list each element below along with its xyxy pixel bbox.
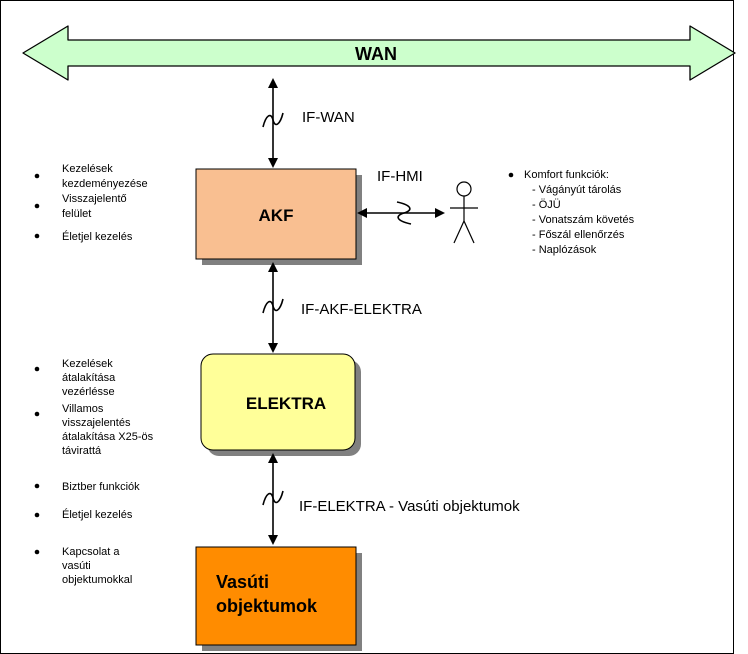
if-elektra-vasuti-label: IF-ELEKTRA - Vasúti objektumok (299, 498, 520, 515)
bullet (34, 483, 40, 489)
akf-note-line: Életjel kezelés (62, 230, 133, 243)
wave-icon (262, 298, 284, 314)
akf-note-line: kezdeményezése (62, 178, 148, 190)
akf-notes: Kezelések kezdeményezése Visszajelentő f… (34, 163, 148, 243)
bullet (34, 366, 40, 372)
bullet (508, 172, 514, 178)
elektra-note-line: átalakítása X25-ös (62, 431, 154, 443)
wan-label: WAN (355, 44, 397, 64)
comfort-item: - ÖJÜ (532, 199, 561, 211)
vasuti-box-label-line2: objektumok (216, 596, 318, 616)
elektra-note-line: átalakítása (62, 372, 116, 384)
bullet (34, 411, 40, 417)
comfort-item: - Vágányút tárolás (532, 184, 622, 196)
wave-icon (262, 490, 284, 506)
if-elektra-vasuti-connector (262, 453, 284, 545)
elektra-box: ELEKTRA (200, 353, 361, 456)
elektra-note-line: vezérlésse (62, 386, 115, 398)
comfort-functions: Komfort funkciók: - Vágányút tárolás - Ö… (508, 169, 635, 256)
elektra-note-line: Villamos (62, 403, 104, 415)
if-hmi-connector (357, 201, 445, 225)
vasuti-note-line: Kapcsolat a (62, 546, 120, 558)
elektra-note-line: Kezelések (62, 358, 113, 370)
vasuti-box-label-line1: Vasúti (216, 572, 269, 592)
comfort-title: Komfort funkciók: (524, 169, 609, 181)
akf-box-label: AKF (259, 206, 294, 225)
elektra-note-line: távirattá (62, 445, 102, 457)
bullet (34, 203, 40, 209)
akf-note-line: felület (62, 208, 91, 220)
user-icon (450, 181, 478, 244)
elektra-note-line: Biztber funkciók (62, 481, 140, 493)
if-wan-label: IF-WAN (302, 109, 355, 126)
bullet (34, 233, 40, 239)
bullet (34, 549, 40, 555)
bullet (34, 173, 40, 179)
wave-icon (262, 112, 284, 128)
if-akf-elektra-connector (262, 262, 284, 353)
if-hmi-label: IF-HMI (377, 168, 423, 185)
akf-note-line: Visszajelentő (62, 193, 127, 205)
wave-icon (396, 201, 412, 225)
bullet (34, 512, 40, 518)
elektra-box-label: ELEKTRA (246, 394, 326, 413)
akf-box: AKF (195, 168, 362, 265)
comfort-item: - Naplózások (532, 244, 597, 256)
wan-arrow: WAN (22, 25, 736, 81)
comfort-item: - Főszál ellenőrzés (532, 229, 625, 241)
vasuti-notes: Kapcsolat a vasúti objektumokkal (34, 546, 132, 586)
vasuti-note-line: objektumokkal (62, 574, 132, 586)
vasuti-objektumok-box: Vasúti objektumok (195, 546, 362, 651)
elektra-note-line: visszajelentés (62, 417, 131, 429)
if-wan-connector (262, 78, 284, 168)
if-akf-elektra-label: IF-AKF-ELEKTRA (301, 301, 422, 318)
elektra-notes: Kezelések átalakítása vezérlésse Villamo… (34, 358, 154, 521)
elektra-note-line: Életjel kezelés (62, 508, 133, 521)
vasuti-note-line: vasúti (62, 560, 91, 572)
akf-note-line: Kezelések (62, 163, 113, 175)
comfort-item: - Vonatszám követés (532, 214, 635, 226)
